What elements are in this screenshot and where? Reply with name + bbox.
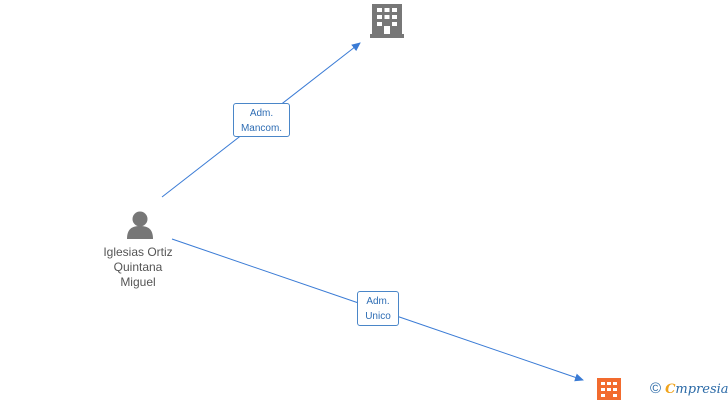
person-icon[interactable] — [127, 211, 153, 240]
person-name-line: Quintana — [113, 260, 163, 274]
edge-label-line: Unico — [365, 311, 391, 322]
person-name-line: Iglesias Ortiz — [103, 245, 173, 259]
edge-label-adm-unico[interactable]: Adm. Unico — [357, 291, 399, 326]
edge-label-adm-mancom[interactable]: Adm. Mancom. — [233, 103, 290, 137]
copyright-symbol: © — [650, 380, 662, 397]
edge-label-line: Mancom. — [240, 123, 283, 134]
edge-label-line: Adm. — [249, 108, 274, 119]
building-icon[interactable] — [370, 4, 404, 38]
watermark: ©Cmpresia — [650, 380, 728, 397]
person-name[interactable]: Iglesias Ortiz Quintana Miguel — [90, 245, 186, 290]
edge-label-line: Adm. — [366, 296, 390, 307]
building-icon[interactable] — [597, 378, 621, 400]
brand-initial: C — [665, 382, 676, 397]
brand-name: mpresia — [675, 382, 728, 397]
person-name-line: Miguel — [120, 275, 156, 289]
